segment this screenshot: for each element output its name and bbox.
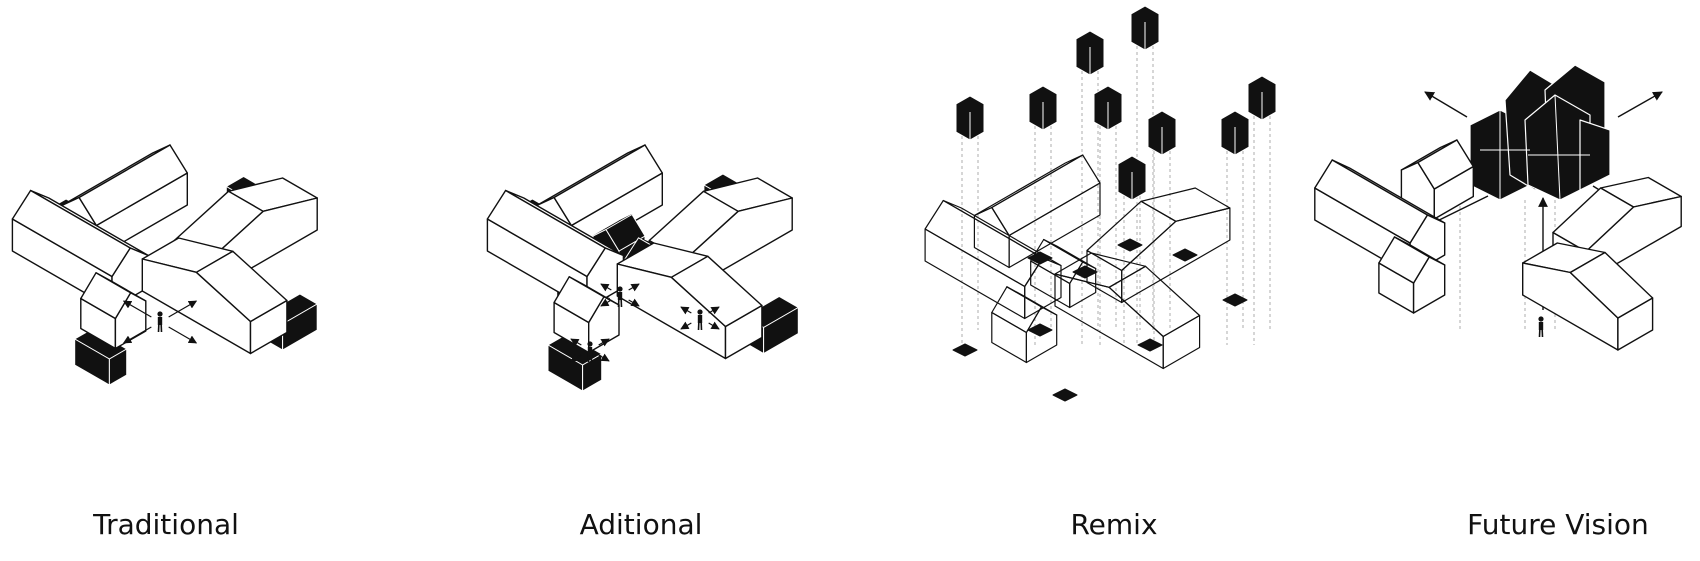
direction-arrows <box>122 300 198 344</box>
caption-traditional: Traditional <box>93 508 239 541</box>
floating-block <box>955 95 985 345</box>
floating-block <box>1247 75 1277 345</box>
building <box>1378 236 1446 314</box>
person-figure <box>697 309 703 331</box>
person-figure <box>617 286 623 308</box>
building <box>616 242 763 360</box>
panel-additional <box>486 144 799 392</box>
panel-future-vision <box>1314 64 1682 351</box>
person-figure <box>587 341 593 363</box>
building <box>1400 139 1475 220</box>
floor-opening <box>1117 238 1143 252</box>
building <box>1314 159 1446 276</box>
direction-arrows <box>600 283 640 307</box>
floor-opening <box>1027 323 1053 337</box>
person-figure <box>157 311 163 333</box>
floor-opening <box>1027 251 1053 265</box>
panel-traditional <box>11 144 318 386</box>
floor-opening <box>952 343 978 357</box>
floating-cluster <box>1469 64 1611 201</box>
floating-block <box>1117 155 1147 345</box>
building <box>1086 187 1231 304</box>
building <box>11 189 150 310</box>
floating-block <box>1093 85 1123 345</box>
floor-opening <box>1052 388 1078 402</box>
building <box>1054 252 1201 370</box>
caption-additional: Aditional <box>579 508 703 541</box>
floating-block <box>1130 5 1160 345</box>
floor-opening <box>1072 265 1098 279</box>
building <box>991 286 1058 364</box>
floor-opening <box>1137 338 1163 352</box>
floating-block <box>1147 110 1177 345</box>
black-block <box>74 328 128 386</box>
building <box>553 276 620 354</box>
floating-block <box>1220 110 1250 345</box>
direction-arrows <box>680 306 720 330</box>
floor-opening <box>1172 248 1198 262</box>
floor-opening <box>1222 293 1248 307</box>
direction-arrows <box>570 338 610 362</box>
building <box>1521 242 1654 351</box>
panel-remix <box>924 5 1277 402</box>
person-figure <box>1538 316 1544 338</box>
building <box>486 189 625 310</box>
floating-block <box>1028 85 1058 345</box>
caption-future-vision: Future Vision <box>1467 508 1649 541</box>
caption-remix: Remix <box>1070 508 1158 541</box>
